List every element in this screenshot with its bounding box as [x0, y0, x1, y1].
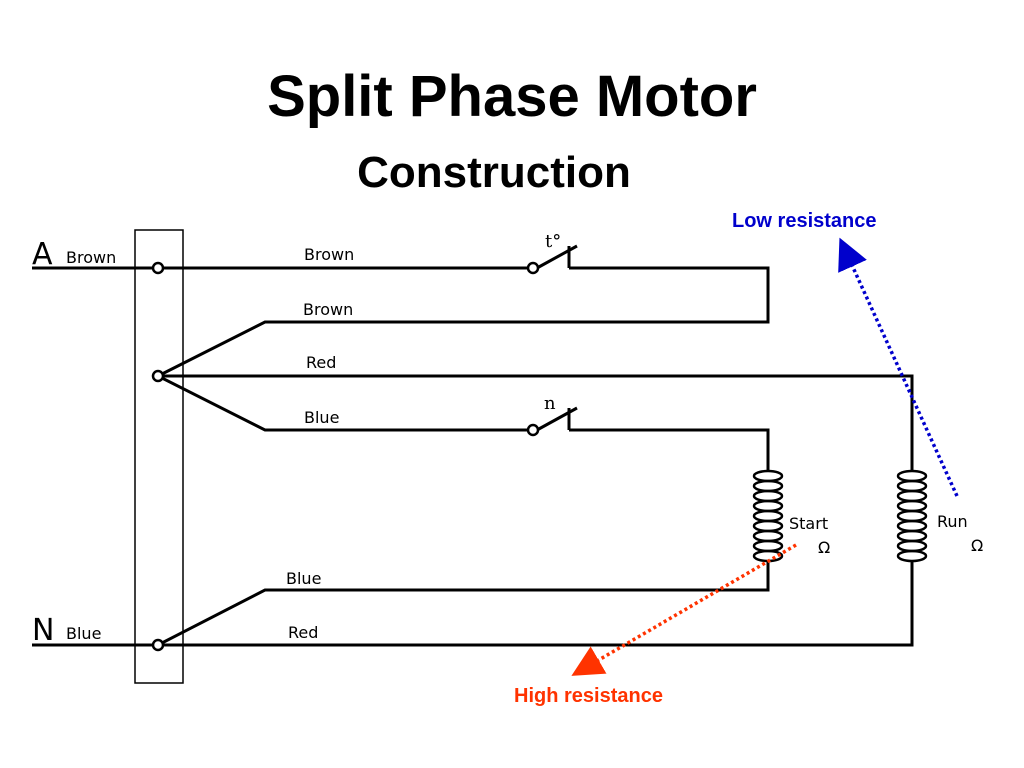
high-resistance-label: High resistance: [514, 685, 663, 707]
terminal-a-color: Brown: [66, 248, 116, 267]
label-top-brown: Brown: [304, 245, 354, 264]
terminal-a-letter: A: [32, 237, 53, 272]
page-subtitle: Construction: [357, 148, 631, 197]
terminal-n-color: Blue: [66, 624, 101, 643]
run-winding-unit: Ω: [971, 536, 983, 555]
terminal-common: [151, 369, 165, 383]
terminal-n: [151, 638, 165, 652]
centrifugal-switch-pivot: [526, 423, 540, 437]
start-winding-unit: Ω: [818, 538, 830, 557]
wire-red-lower: [158, 560, 914, 647]
wire-second-brown: [157, 266, 770, 378]
label-red-lower: Red: [288, 623, 318, 642]
terminal-n-letter: N: [32, 613, 54, 648]
low-resistance-label: Low resistance: [732, 210, 877, 232]
high-resistance-arrow: [571, 543, 797, 676]
wire-blue-to-start: [569, 428, 770, 472]
thermal-switch-pivot: [526, 261, 540, 275]
label-second-brown: Brown: [303, 300, 353, 319]
page-title: Split Phase Motor: [267, 64, 757, 129]
label-blue-lower: Blue: [286, 569, 321, 588]
label-blue-upper: Blue: [304, 408, 339, 427]
run-winding-coil: [896, 469, 928, 563]
low-resistance-arrow: [838, 237, 959, 497]
start-winding-label: Start: [789, 514, 828, 533]
run-winding-label: Run: [937, 512, 968, 531]
start-winding-coil: [752, 469, 784, 563]
wire-blue-lower: [157, 560, 770, 647]
label-red-upper: Red: [306, 353, 336, 372]
wire-blue-upper: [157, 374, 533, 432]
thermal-switch-label: t°: [545, 231, 561, 252]
terminal-block: [134, 229, 184, 684]
centrifugal-switch-blade: [536, 406, 578, 432]
centrifugal-switch-label: n: [544, 393, 556, 414]
terminal-a: [151, 261, 165, 275]
wire-red-upper: [158, 374, 914, 472]
